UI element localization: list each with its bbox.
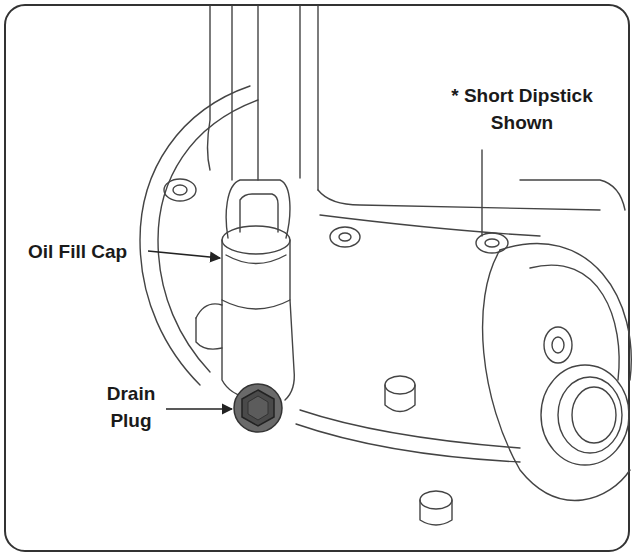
frame-border bbox=[5, 5, 629, 551]
leader-arrow bbox=[148, 251, 220, 258]
crankcase-drawing bbox=[140, 6, 631, 525]
drain-plug-drawing bbox=[234, 384, 282, 432]
note-label: * Short Dipstick Shown bbox=[432, 82, 612, 136]
part-label: Oil Fill Cap bbox=[28, 238, 153, 265]
part-label: Drain Plug bbox=[98, 380, 164, 434]
leader-arrow bbox=[166, 408, 232, 410]
